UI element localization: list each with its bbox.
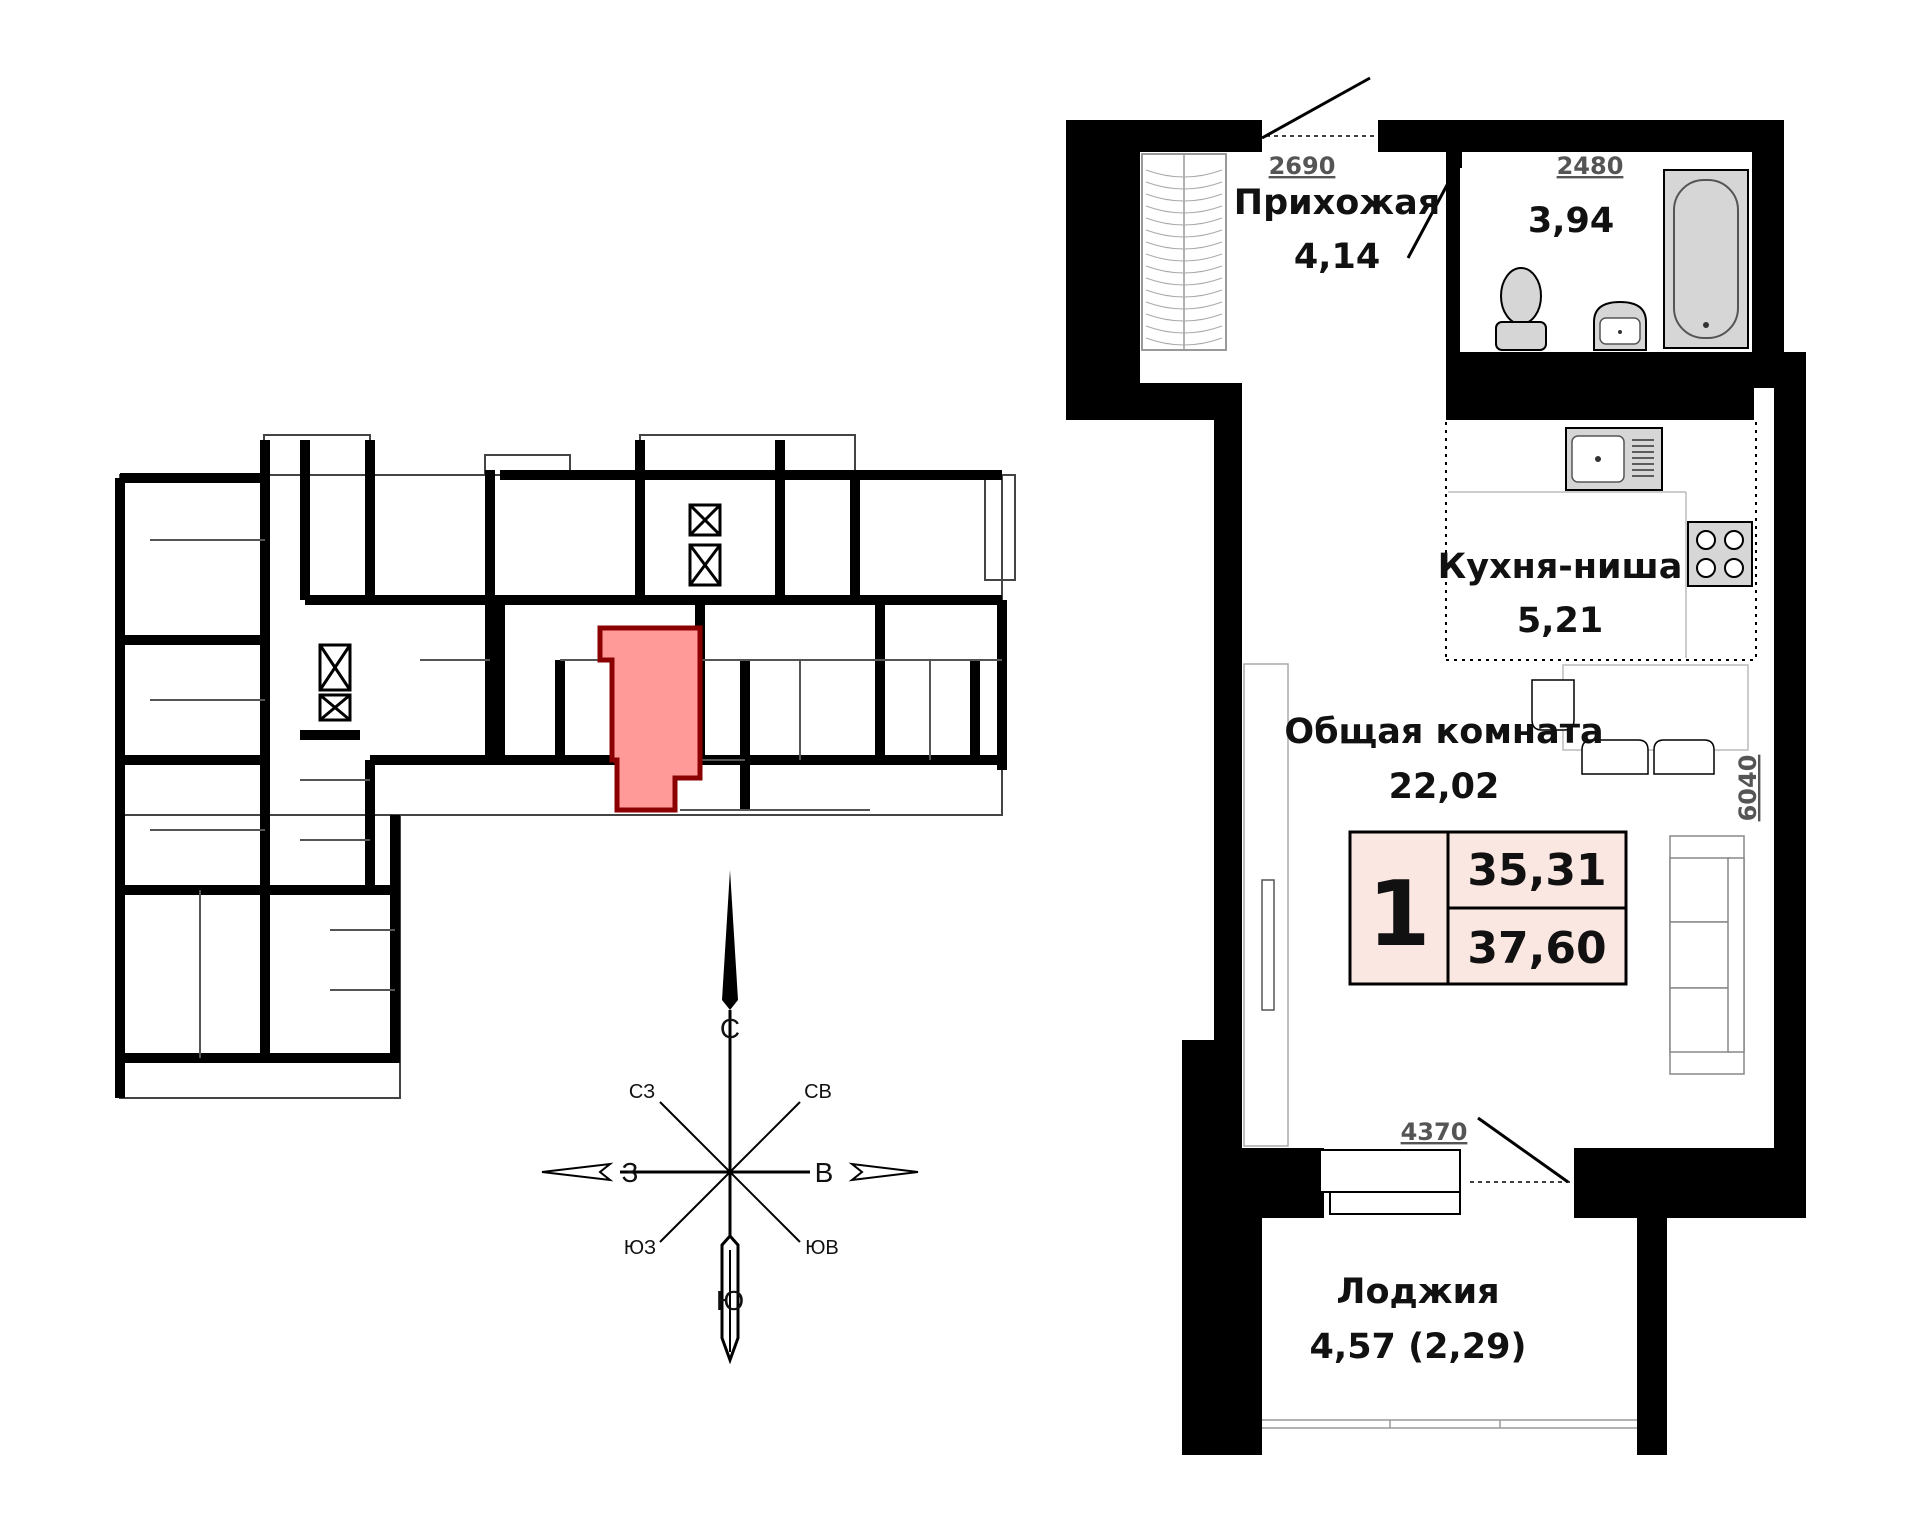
bathroom-door[interactable] (1406, 171, 1459, 262)
washbasin (1593, 300, 1647, 351)
compass-southeast-label: ЮВ (805, 1237, 839, 1259)
compass-west-label: З (622, 1157, 639, 1188)
hallway-area: 4,14 (1294, 237, 1380, 277)
compass-north-label: С (720, 1013, 740, 1044)
compass-south-label: Ю (716, 1285, 744, 1316)
dining-set (1531, 664, 1749, 775)
compass-northeast-label: СВ (804, 1081, 832, 1103)
kitchen-niche-outline (1445, 422, 1757, 661)
bathtub (1663, 169, 1749, 349)
living-room-length-dimension: 6040 (1734, 755, 1762, 822)
bathroom-area: 3,94 (1528, 201, 1614, 241)
living-room-window-dimension: 4370 (1401, 1118, 1468, 1146)
hallway-width-dimension: 2690 (1269, 152, 1336, 180)
compass-rose: С Ю З В СЗ СВ ЮЗ ЮВ (541, 870, 919, 1365)
living-room-name: Общая комната (1284, 712, 1603, 752)
kitchen-sink (1565, 427, 1663, 491)
compass-northwest-label: СЗ (629, 1081, 655, 1103)
floor-overview-plan (115, 434, 1016, 1099)
east-arrow-icon (848, 1162, 919, 1182)
compass-east-label: В (815, 1157, 834, 1188)
bathroom-width-dimension: 2480 (1557, 152, 1624, 180)
tv-stand (1243, 663, 1289, 1147)
toilet (1495, 267, 1547, 351)
rooms-count: 1 (1368, 862, 1431, 967)
hallway-name: Прихожая (1234, 183, 1440, 223)
loggia-area: 4,57 (2,29) (1310, 1327, 1527, 1367)
kitchen-area: 5,21 (1517, 601, 1603, 641)
stove (1687, 521, 1753, 587)
compass-southwest-label: ЮЗ (624, 1237, 656, 1259)
living-room-area: 22,02 (1389, 767, 1500, 807)
kitchen-name: Кухня-ниша (1438, 547, 1683, 587)
north-arrow-icon (722, 870, 738, 1000)
area-summary-box: 1 35,31 37,60 (1348, 830, 1628, 986)
radiator (1319, 1149, 1461, 1215)
living-area-value: 35,31 (1467, 845, 1606, 896)
entrance-door[interactable] (1261, 76, 1378, 140)
apartment-plan: 2690 Прихожая 4,14 2480 3,94 Кухня-ниша … (1066, 76, 1806, 1455)
loggia-door[interactable] (1470, 1116, 1570, 1184)
total-area-value: 37,60 (1467, 923, 1606, 974)
loggia-name: Лоджия (1336, 1272, 1499, 1312)
sofa (1669, 835, 1745, 1075)
apartment-walls (1066, 120, 1806, 1455)
west-arrow-icon (541, 1162, 614, 1182)
wardrobe (1141, 153, 1227, 351)
highlighted-apartment[interactable] (597, 625, 703, 813)
